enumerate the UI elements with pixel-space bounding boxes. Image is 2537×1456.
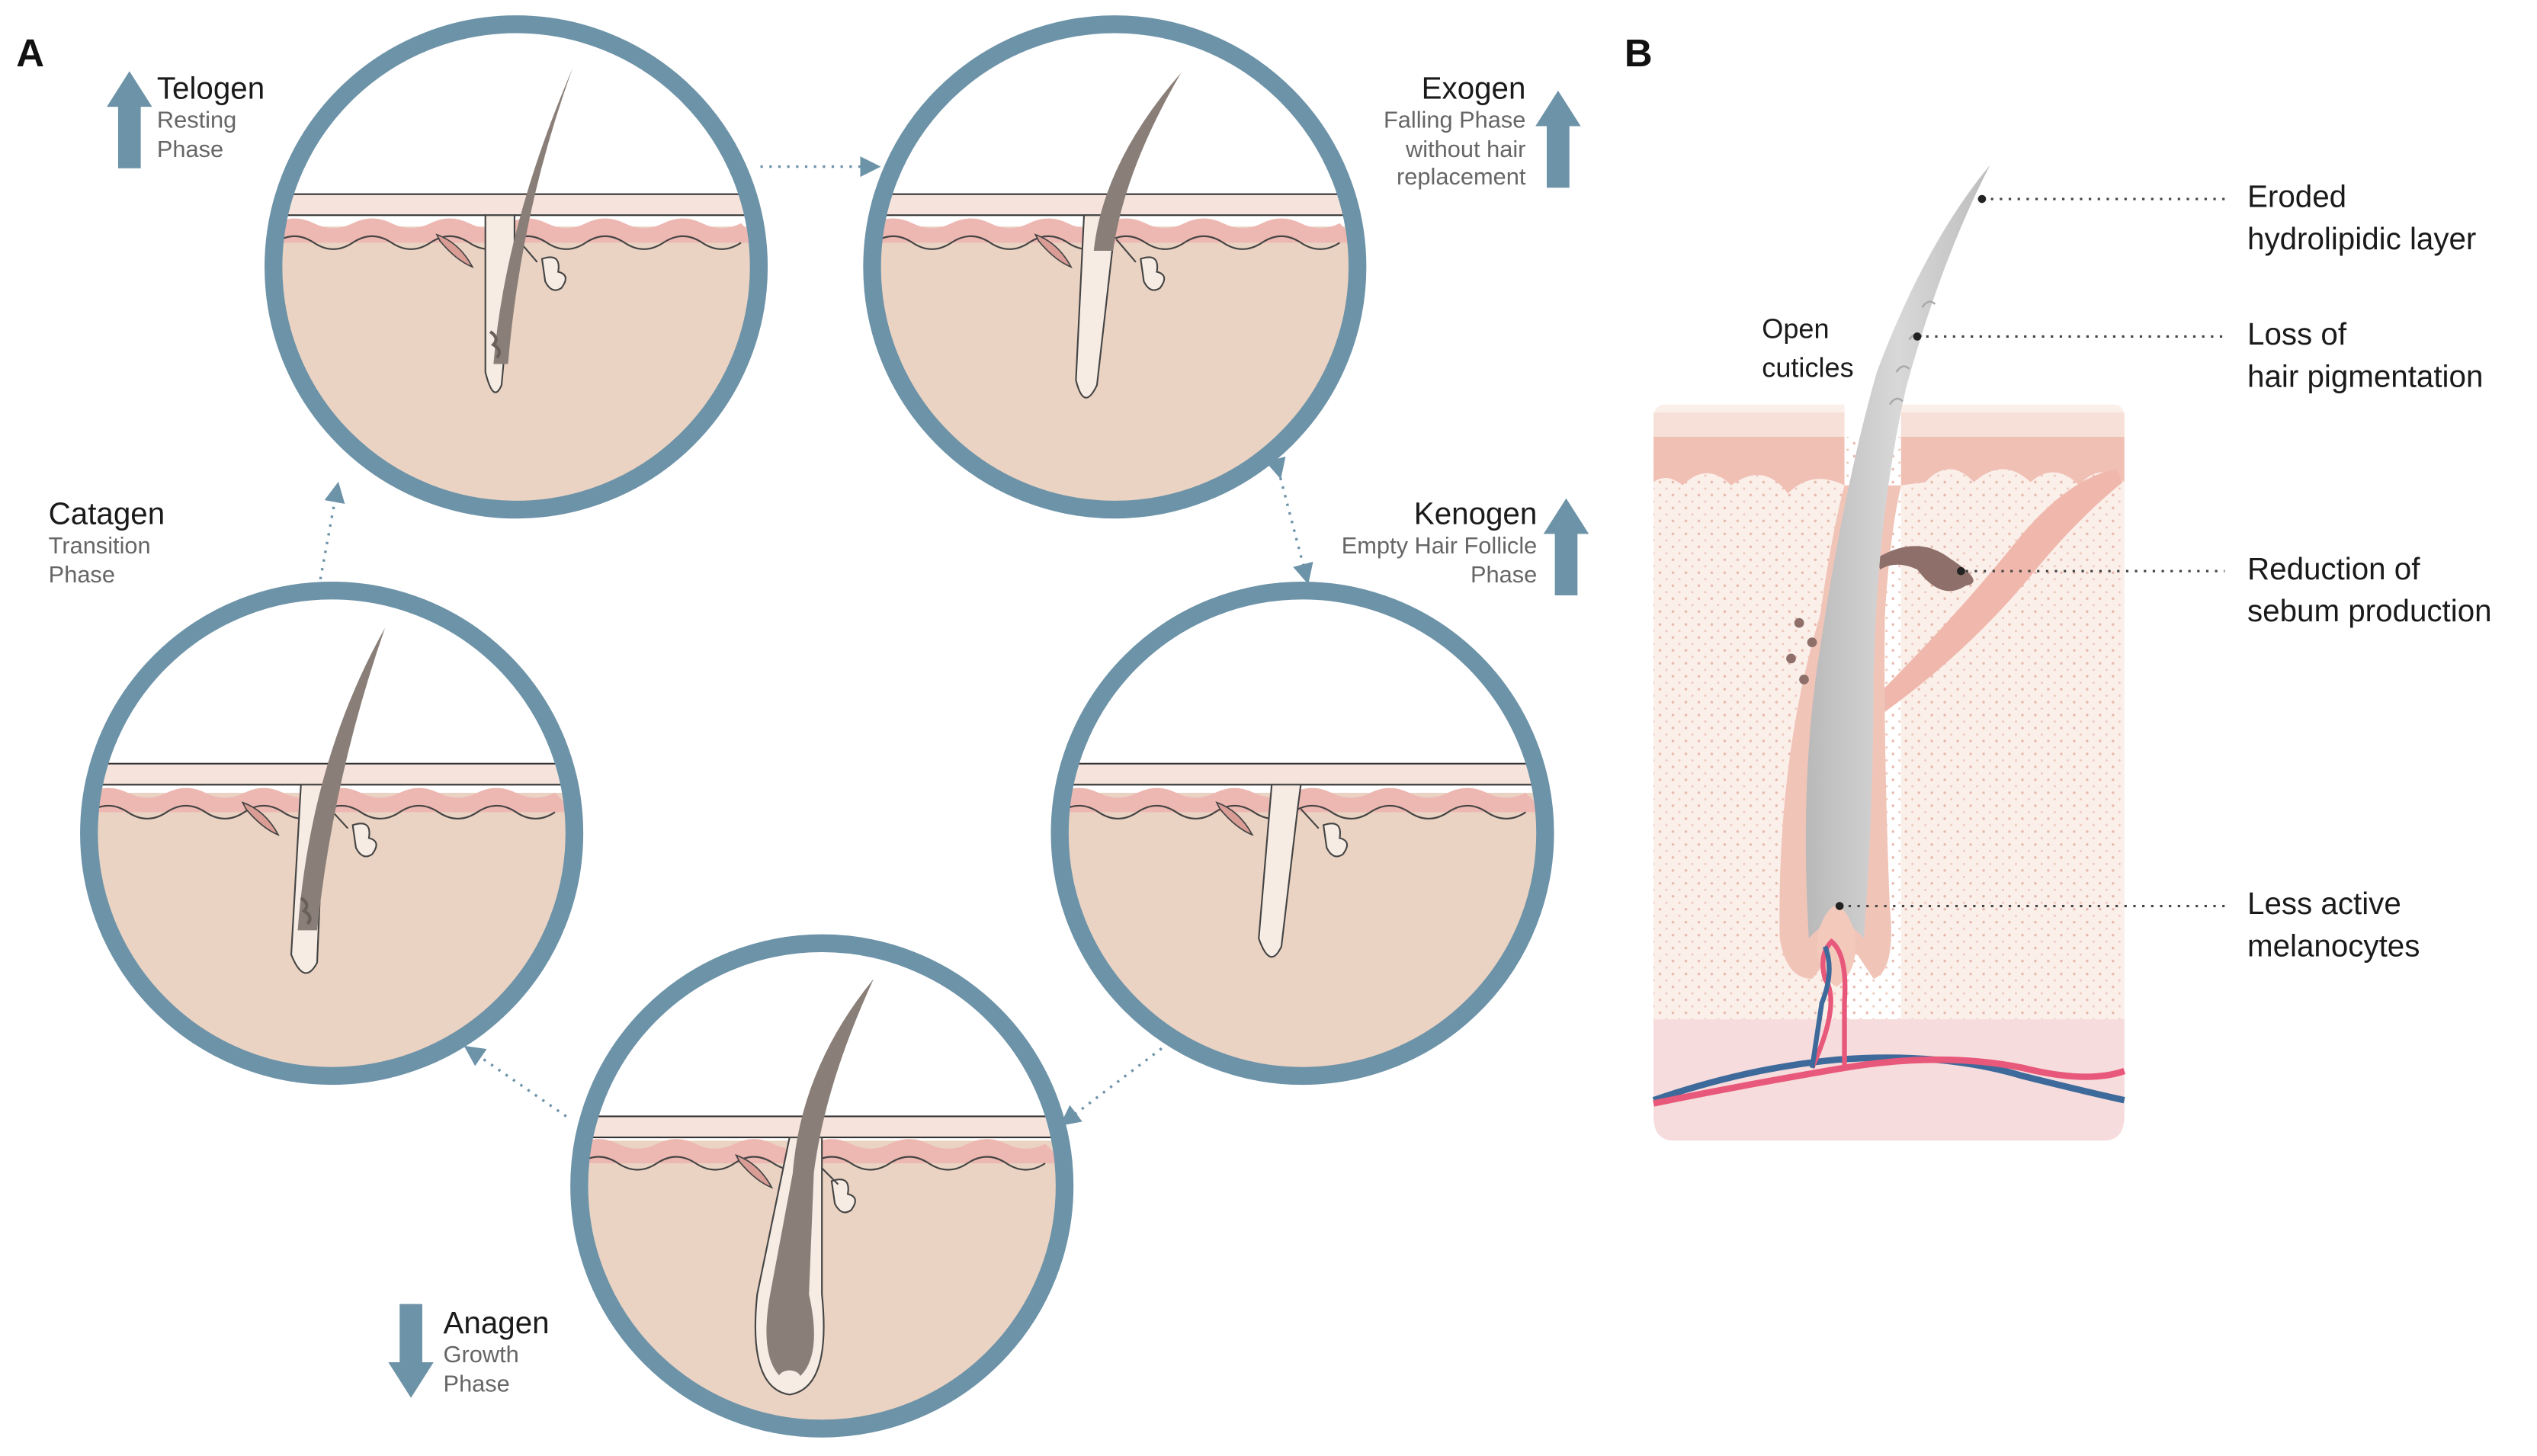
telogen-sub-2: Phase [156, 136, 224, 163]
connector-exogen-kenogen [1265, 456, 1313, 585]
anagen-label: Anagen Growth Phase [444, 1307, 550, 1400]
telogen-label: Telogen Resting Phase [157, 73, 265, 165]
telogen-name: Telogen [156, 72, 265, 107]
catagen-sub-2: Phase [48, 562, 115, 588]
callout-melanocytes-line-1: Less active [2247, 888, 2401, 922]
callout-eroded-line-1: Eroded [2247, 181, 2347, 216]
callout-pigmentation-line-2: hair pigmentation [2247, 361, 2484, 395]
exogen-sub-2: without hair [1406, 136, 1526, 163]
kenogen-up-arrow-icon [1543, 498, 1589, 596]
callout-melanocytes-line-2: melanocytes [2247, 930, 2420, 964]
connector-kenogen-anagen [1059, 1047, 1163, 1126]
follicle-aging-illustration [1652, 165, 2225, 1141]
catagen-label: Catagen Transition Phase [49, 499, 165, 591]
telogen-circle [265, 15, 768, 519]
telogen-up-arrow-icon [107, 71, 152, 168]
callout-sebum: Reduction of sebum production [2247, 550, 2492, 634]
callout-eroded-layer: Eroded hydrolipidic layer [2247, 178, 2476, 261]
kenogen-sub-1: Empty Hair Follicle [1341, 534, 1538, 560]
exogen-up-arrow-icon [1535, 90, 1581, 188]
catagen-name: Catagen [48, 498, 165, 533]
callout-melanocytes: Less active melanocytes [2247, 885, 2420, 969]
anagen-sub-2: Phase [443, 1371, 510, 1397]
anagen-circle [570, 934, 1074, 1438]
callout-pigmentation: Loss of hair pigmentation [2247, 316, 2483, 399]
callout-pigmentation-line-1: Loss of [2247, 319, 2347, 353]
panel-a-label: A [16, 32, 45, 76]
kenogen-label: Kenogen Empty Hair Follicle Phase [1310, 498, 1538, 591]
callout-eroded-line-2: hydrolipidic layer [2247, 223, 2477, 258]
anagen-sub-1: Growth [443, 1342, 519, 1369]
anagen-name: Anagen [443, 1307, 550, 1342]
connector-anagen-catagen [463, 1045, 567, 1118]
open-cuticles-label: Open cuticles [1762, 311, 1853, 389]
open-cuticles-line-1: Open [1762, 313, 1830, 345]
kenogen-circle [1050, 582, 1554, 1086]
connector-catagen-telogen [319, 481, 345, 580]
panel-b-label: B [1624, 32, 1653, 76]
telogen-sub-1: Resting [156, 108, 237, 135]
exogen-sub-3: replacement [1397, 165, 1526, 191]
callout-sebum-line-1: Reduction of [2247, 553, 2420, 588]
open-cuticles-line-2: cuticles [1762, 352, 1854, 384]
exogen-sub-1: Falling Phase [1383, 108, 1526, 135]
exogen-label: Exogen Falling Phase without hair replac… [1343, 72, 1526, 194]
kenogen-sub-2: Phase [1470, 562, 1538, 588]
exogen-circle [863, 15, 1367, 519]
catagen-circle [80, 582, 584, 1086]
anagen-down-arrow-icon [388, 1304, 434, 1398]
exogen-name: Exogen [1421, 72, 1526, 107]
kenogen-name: Kenogen [1413, 498, 1538, 533]
cycle-connectors [319, 156, 1313, 1126]
callout-sebum-line-2: sebum production [2247, 595, 2492, 630]
catagen-sub-1: Transition [48, 534, 151, 560]
